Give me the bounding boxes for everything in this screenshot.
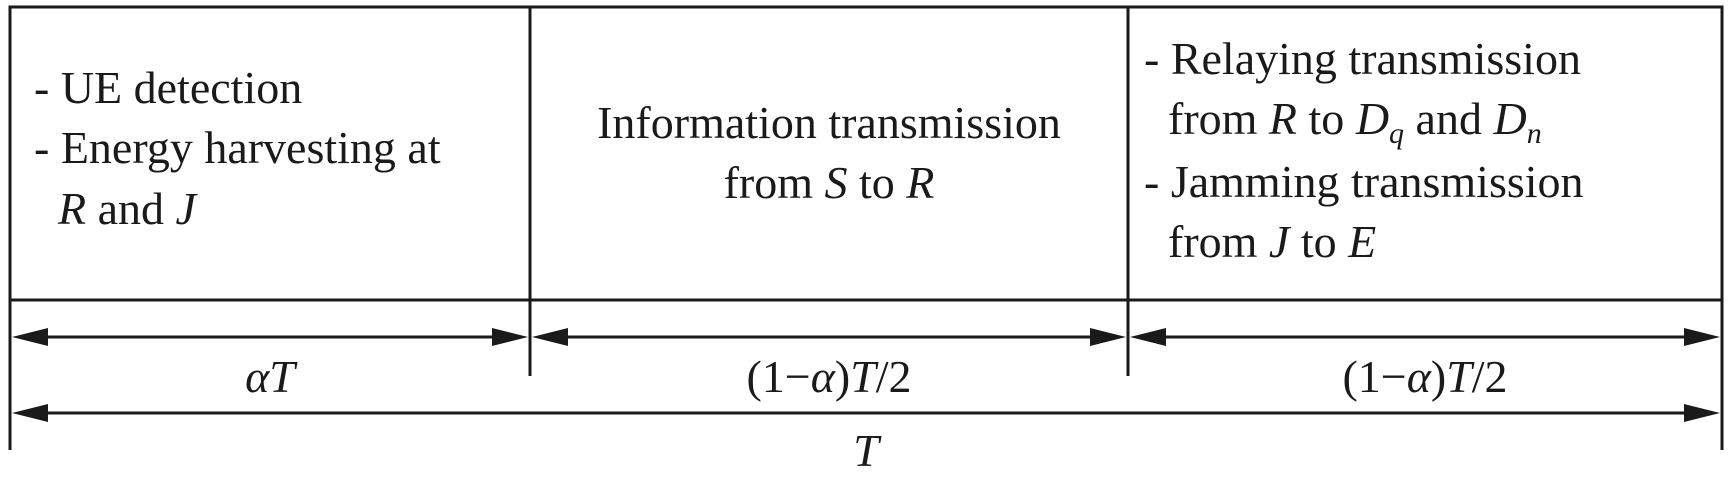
text-run: from <box>1168 216 1269 267</box>
arrowhead-left <box>12 404 48 422</box>
text-run: to <box>1289 216 1348 267</box>
duration-arrow-2 <box>532 328 1126 346</box>
text-run: D <box>1492 93 1526 144</box>
text-line: - Energy harvesting at <box>34 122 441 173</box>
arrowhead-left <box>1130 328 1166 346</box>
text-run: D <box>1355 93 1389 144</box>
text-run: R <box>905 157 934 208</box>
text-run: - Energy harvesting at <box>34 122 441 173</box>
duration-arrow-3 <box>1130 328 1720 346</box>
arrowhead-left <box>12 328 48 346</box>
text-run: from <box>724 157 825 208</box>
text-run: S <box>825 157 848 208</box>
arrowhead-right <box>1090 328 1126 346</box>
text-run: J <box>1269 216 1292 267</box>
text-run: T <box>850 351 879 402</box>
text-run: (1− <box>746 351 810 402</box>
duration-label-3: (1−α)T/2 <box>1342 351 1507 402</box>
text-line: - Relaying transmission <box>1144 33 1581 84</box>
subscript: q <box>1389 117 1404 150</box>
text-run: E <box>1347 216 1376 267</box>
arrowhead-left <box>532 328 568 346</box>
text-line: from J to E <box>1168 216 1376 267</box>
text-run: (1− <box>1342 351 1406 402</box>
text-run: R <box>57 183 86 234</box>
text-run: J <box>176 183 199 234</box>
text-run: T <box>1446 351 1475 402</box>
duration-arrow-1 <box>12 328 528 346</box>
text-run: to <box>848 157 907 208</box>
text-run: R <box>1268 93 1297 144</box>
text-run: T <box>269 351 298 402</box>
total-duration-arrow <box>12 404 1720 422</box>
arrowhead-right <box>1684 404 1720 422</box>
duration-label-2: (1−α)T/2 <box>746 351 911 402</box>
frame-box <box>8 5 1724 302</box>
text-line: - Jamming transmission <box>1144 156 1584 207</box>
text-run: and <box>86 183 175 234</box>
text-line: from S to R <box>724 157 935 208</box>
text-line: - UE detection <box>34 62 302 113</box>
text-run: T <box>853 425 882 476</box>
text-run: α <box>1407 351 1432 402</box>
phase-2-text: Information transmission from S to R <box>597 97 1061 208</box>
text-run: - UE detection <box>34 62 302 113</box>
text-run: α <box>245 351 270 402</box>
text-run: - Jamming transmission <box>1144 156 1584 207</box>
text-run: - Relaying transmission <box>1144 33 1581 84</box>
phase-3-text: - Relaying transmission from R to Dq and … <box>1144 33 1584 267</box>
text-line: R and J <box>57 183 199 234</box>
text-run: ) <box>1431 351 1446 402</box>
arrowhead-right <box>492 328 528 346</box>
text-run: ) <box>835 351 850 402</box>
subscript: n <box>1527 117 1542 150</box>
arrowhead-right <box>1684 328 1720 346</box>
total-duration-label: T <box>853 425 882 476</box>
duration-label-1: αT <box>245 351 298 402</box>
text-run: /2 <box>1472 351 1508 402</box>
text-run: from <box>1168 93 1269 144</box>
text-run: Information transmission <box>597 97 1061 148</box>
text-run: /2 <box>876 351 912 402</box>
text-line: Information transmission <box>597 97 1061 148</box>
text-run: to <box>1297 93 1356 144</box>
text-run: α <box>811 351 836 402</box>
text-run: and <box>1404 93 1493 144</box>
phase-1-text: - UE detection - Energy harvesting at R an… <box>34 62 441 234</box>
text-line: from R to Dq and Dn <box>1168 93 1542 150</box>
